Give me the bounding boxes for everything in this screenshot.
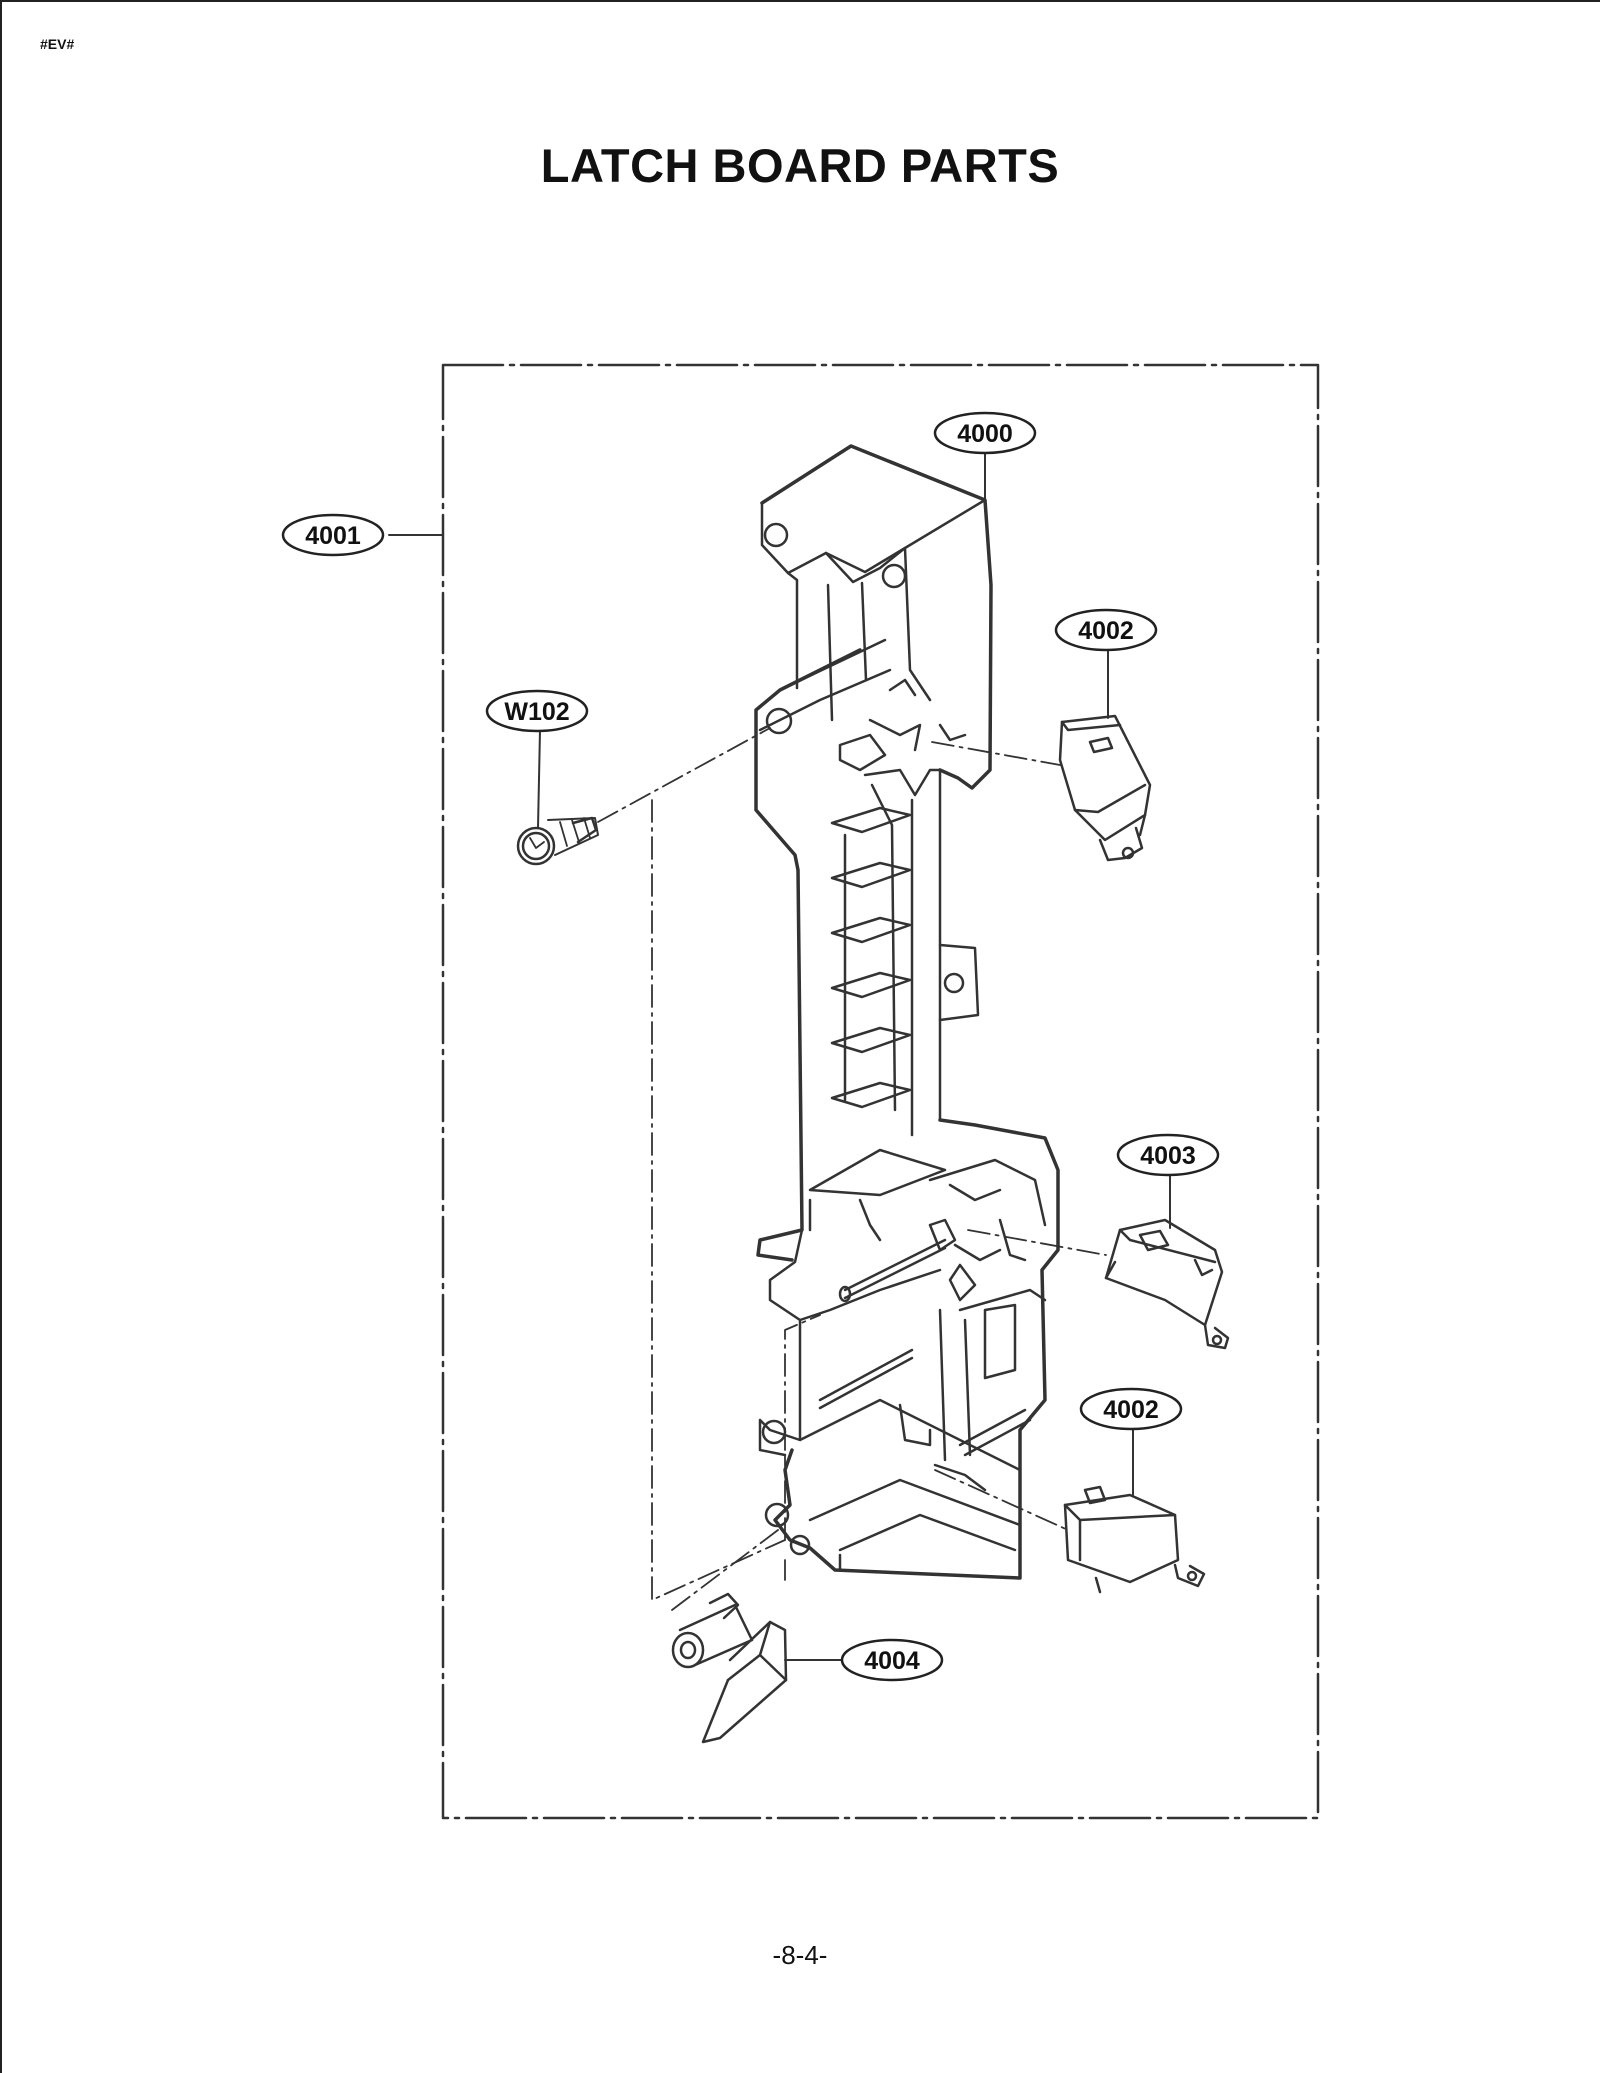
- assembly-guide-lines: [597, 727, 1107, 1611]
- page-border-top: [0, 0, 1600, 2]
- microswitch-bottom-part: [1063, 1485, 1206, 1594]
- microswitch-middle-part: [1104, 1218, 1230, 1350]
- document-tag: #EV#: [40, 36, 75, 52]
- callout-4002-bottom: 4002: [1079, 1387, 1183, 1431]
- callout-label: 4002: [1103, 1396, 1159, 1424]
- page-number: -8-4-: [772, 1940, 828, 1970]
- callout-label: 4004: [864, 1647, 920, 1675]
- callout-label: 4001: [305, 522, 361, 550]
- assembly-boundary: [441, 363, 1320, 1820]
- callout-4000: 4000: [933, 411, 1037, 455]
- callout-label: W102: [504, 698, 569, 726]
- latch-board-part: [754, 444, 1060, 1580]
- page-border-left: [0, 0, 2, 2073]
- callout-label: 4002: [1078, 617, 1134, 645]
- page-title: LATCH BOARD PARTS: [540, 139, 1060, 192]
- callout-label: 4003: [1140, 1142, 1196, 1170]
- microswitch-top-part: [1058, 714, 1152, 862]
- callout-4002-top: 4002: [1054, 608, 1158, 652]
- callout-4004: 4004: [840, 1638, 944, 1682]
- latch-lever-part: [671, 1592, 788, 1744]
- screw-part: [516, 816, 599, 866]
- callout-w102: W102: [485, 689, 589, 733]
- callout-label: 4000: [957, 420, 1013, 448]
- leader-lines: [388, 449, 1171, 1661]
- callout-4001: 4001: [281, 513, 385, 557]
- callout-4003: 4003: [1116, 1133, 1220, 1177]
